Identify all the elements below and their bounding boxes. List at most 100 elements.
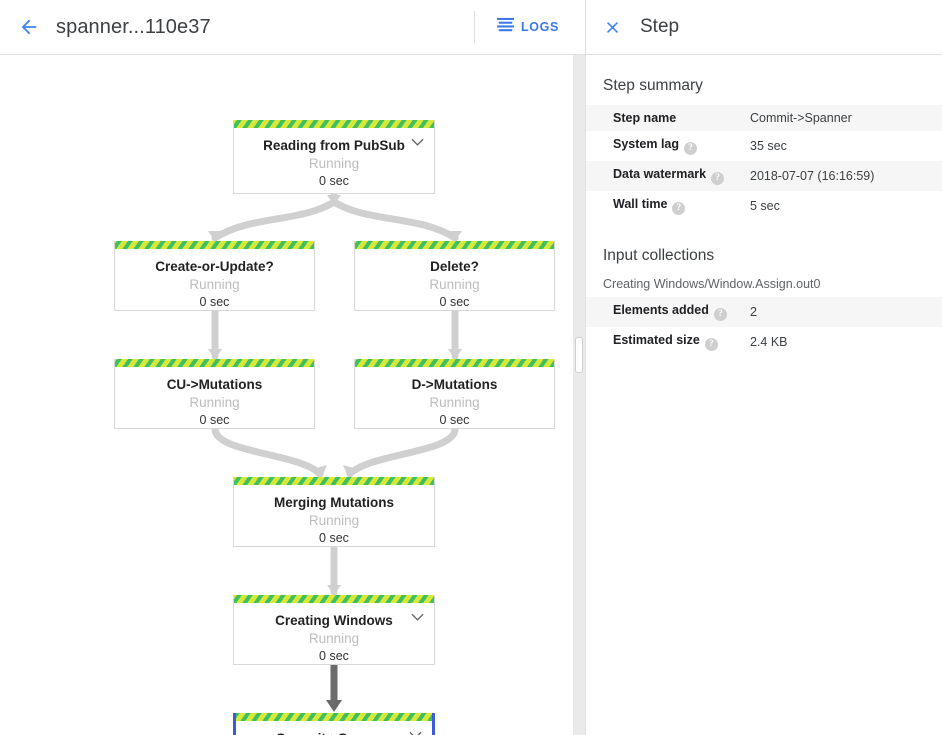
input-collection-value: 2.4 KB: [750, 335, 788, 349]
node-body: Create-or-Update? Running 0 sec: [115, 249, 314, 310]
step-summary-label-text: Data watermark: [613, 167, 707, 181]
node-name: Creating Windows: [275, 613, 393, 628]
step-summary-row: Wall time?5 sec: [586, 191, 942, 221]
node-time: 0 sec: [439, 295, 470, 309]
node-name: Delete?: [430, 259, 479, 274]
node-status: Running: [308, 156, 360, 171]
input-collection-value: 2: [750, 305, 757, 319]
logs-button[interactable]: LOGS: [485, 10, 573, 44]
top-app-bar: spanner...110e37 LOGS: [0, 0, 585, 55]
node-name: Create-or-Update?: [155, 259, 274, 274]
help-icon[interactable]: ?: [713, 308, 727, 321]
panel-title: Step: [640, 16, 680, 37]
graph-node-delete[interactable]: Delete? Running 0 sec: [354, 241, 555, 311]
graph-node-create-or-update[interactable]: Create-or-Update? Running 0 sec: [114, 241, 315, 311]
node-time: 0 sec: [319, 531, 349, 545]
input-collection-name: Creating Windows/Window.Assign.out0: [603, 277, 821, 291]
node-status-stripe: [355, 241, 554, 249]
help-icon[interactable]: ?: [672, 202, 686, 215]
node-status-stripe: [234, 595, 434, 603]
input-collection-row: Estimated size?2.4 KB: [586, 327, 942, 357]
node-time: 0 sec: [199, 413, 230, 427]
node-status-stripe: [234, 477, 434, 485]
chevron-down-icon[interactable]: [407, 727, 423, 735]
input-collection-row: Elements added?2: [586, 297, 942, 327]
help-icon[interactable]: ?: [711, 172, 725, 185]
node-name: D->Mutations: [411, 377, 498, 392]
step-summary-row: Data watermark?2018-07-07 (16:16:59): [586, 161, 942, 191]
step-summary-value: 2018-07-07 (16:16:59): [750, 169, 875, 183]
panel-resize-handle[interactable]: [573, 55, 585, 735]
node-status: Running: [189, 395, 240, 410]
step-details-panel: Step Step summary Step name Commit->Spann…: [585, 0, 942, 735]
chevron-down-icon[interactable]: [409, 134, 425, 150]
toolbar-divider: [473, 11, 475, 43]
node-name: Merging Mutations: [274, 495, 394, 510]
node-name: Commit->Spanner: [236, 730, 432, 735]
node-status: Running: [429, 395, 480, 410]
graph-node-commit-spanner[interactable]: Commit->SpannerPart running5 sec: [233, 713, 435, 735]
logs-button-label: LOGS: [520, 20, 559, 34]
node-time: 0 sec: [439, 413, 470, 427]
step-summary-label: System lag?: [586, 131, 748, 161]
step-summary-label: Step name: [586, 105, 748, 131]
node-status: Running: [308, 513, 360, 528]
node-status-stripe: [234, 120, 434, 128]
step-summary-row: Step name Commit->Spanner: [586, 105, 942, 131]
step-summary-value: Commit->Spanner: [750, 111, 852, 125]
node-name: Reading from PubSub: [263, 138, 405, 153]
node-body: Delete? Running 0 sec: [355, 249, 554, 310]
subject-list-icon: [497, 17, 514, 37]
node-status: Running: [189, 277, 240, 292]
node-status: Running: [429, 277, 480, 292]
node-time: 0 sec: [319, 649, 349, 663]
arrow-back-icon[interactable]: [6, 4, 52, 50]
step-summary-label: Data watermark?: [586, 161, 748, 191]
node-body: Commit->SpannerPart running5 sec: [236, 721, 432, 735]
panel-header: Step: [586, 0, 942, 55]
step-summary-label-text: System lag: [613, 137, 680, 151]
chevron-down-icon[interactable]: [409, 609, 425, 625]
step-summary-value: 5 sec: [750, 199, 780, 213]
help-icon[interactable]: ?: [704, 338, 718, 351]
node-status-stripe: [115, 359, 314, 367]
step-summary-value: 35 sec: [750, 139, 787, 153]
input-collection-label-text: Estimated size: [613, 333, 700, 347]
close-icon[interactable]: [592, 7, 632, 47]
node-status-stripe: [115, 241, 314, 249]
input-collection-label-text: Elements added: [613, 303, 709, 317]
resize-grip-icon: [575, 337, 583, 373]
node-time: 0 sec: [319, 174, 349, 188]
input-collection-label: Elements added?: [586, 297, 748, 327]
step-summary-label-text: Step name: [613, 111, 677, 125]
node-name: CU->Mutations: [166, 377, 263, 392]
node-time: 0 sec: [199, 295, 230, 309]
node-status-stripe: [236, 713, 432, 721]
step-summary-label: Wall time?: [586, 191, 748, 221]
job-graph-pane: spanner...110e37 LOGS: [0, 0, 585, 735]
page-title: spanner...110e37: [56, 15, 211, 38]
section-gap: [586, 221, 942, 247]
help-icon[interactable]: ?: [684, 142, 698, 155]
step-summary-row: System lag?35 sec: [586, 131, 942, 161]
step-summary-label-text: Wall time: [613, 197, 668, 211]
node-status-stripe: [355, 359, 554, 367]
input-collection-label: Estimated size?: [586, 327, 748, 357]
node-status: Running: [308, 631, 360, 646]
step-summary-heading: Step summary: [603, 77, 703, 94]
input-collections-heading: Input collections: [603, 247, 715, 264]
